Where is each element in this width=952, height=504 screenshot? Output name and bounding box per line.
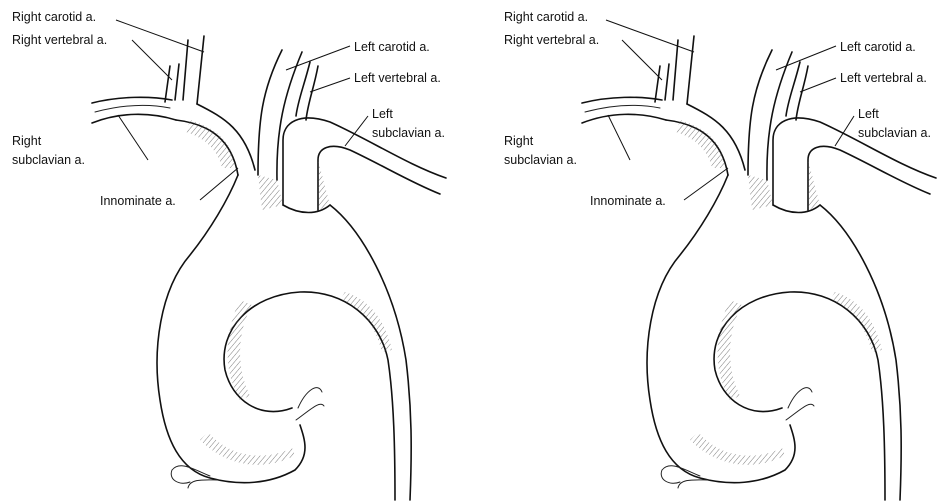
leader-right-subclavian (118, 115, 148, 160)
aorta-drawing (92, 36, 446, 500)
label-left-subclavian-line2: subclavian a. (858, 126, 931, 140)
panel-left: Right carotid a. Right vertebral a. Righ… (12, 10, 446, 500)
leader-innominate (684, 168, 728, 200)
leader-right-carotid (606, 20, 694, 52)
label-right-subclavian-line1: Right (504, 134, 534, 148)
labels: Right carotid a. Right vertebral a. Righ… (12, 10, 445, 208)
label-right-subclavian-line2: subclavian a. (504, 153, 577, 167)
label-left-subclavian-line2: subclavian a. (372, 126, 445, 140)
label-innominate: Innominate a. (590, 194, 666, 208)
labels: Right carotid a. Right vertebral a. Righ… (504, 10, 931, 208)
label-right-vertebral: Right vertebral a. (504, 33, 599, 47)
leader-right-vertebral (622, 40, 662, 80)
label-innominate: Innominate a. (100, 194, 176, 208)
leader-left-vertebral (310, 78, 350, 92)
label-right-vertebral: Right vertebral a. (12, 33, 107, 47)
leader-innominate (200, 168, 238, 200)
label-left-carotid: Left carotid a. (840, 40, 916, 54)
label-right-carotid: Right carotid a. (504, 10, 588, 24)
label-left-subclavian-line1: Left (858, 107, 879, 121)
panel-right: Right carotid a. Right vertebral a. Righ… (504, 10, 936, 500)
label-right-subclavian-line2: subclavian a. (12, 153, 85, 167)
label-right-carotid: Right carotid a. (12, 10, 96, 24)
leader-lines (606, 20, 854, 200)
leader-right-carotid (116, 20, 204, 52)
leader-right-vertebral (132, 40, 172, 80)
label-right-subclavian-line1: Right (12, 134, 42, 148)
leader-right-subclavian (608, 115, 630, 160)
label-left-carotid: Left carotid a. (354, 40, 430, 54)
leader-lines (116, 20, 368, 200)
aorta-drawing (582, 36, 936, 500)
label-left-vertebral: Left vertebral a. (354, 71, 441, 85)
leader-left-carotid (776, 46, 836, 70)
label-left-vertebral: Left vertebral a. (840, 71, 927, 85)
label-left-subclavian-line1: Left (372, 107, 393, 121)
